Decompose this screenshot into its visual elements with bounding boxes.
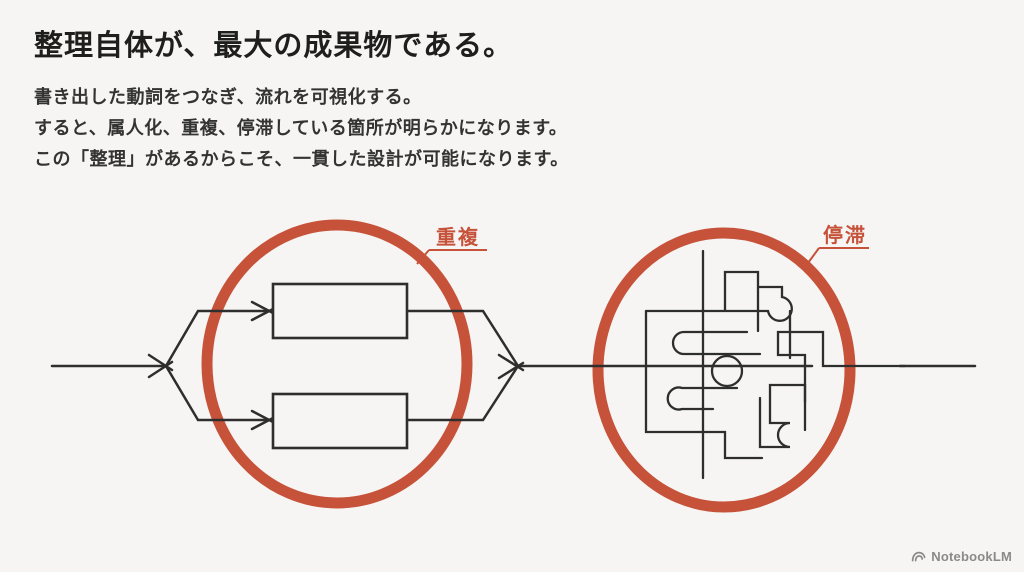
stagnation-callout: 停滞 (807, 223, 869, 264)
body-line: 書き出した動詞をつなぎ、流れを可視化する。 (34, 87, 422, 107)
stagnation-circle-highlight (592, 227, 856, 513)
duplication-label: 重複 (436, 225, 480, 249)
stagnation-leader-line (807, 247, 869, 264)
process-box-top (271, 282, 409, 340)
page-title: 整理自体が、最大の成果物である。 (34, 30, 514, 62)
body-paragraph: 書き出した動詞をつなぎ、流れを可視化する。 すると、属人化、重複、停滞している箇… (34, 82, 569, 175)
body-line: この「整理」があるからこそ、一貫した設計が可能になります。 (34, 149, 569, 169)
stagnation-tangle-path (644, 249, 907, 480)
process-box-bottom (271, 392, 409, 450)
bottom-box-arrowhead (250, 409, 275, 431)
body-line: すると、属人化、重複、停滞している箇所が明らかになります。 (34, 118, 568, 138)
notebooklm-logo-icon (912, 551, 926, 562)
top-box-arrowhead (250, 300, 275, 322)
footer-brand: NotebookLM (911, 549, 1012, 564)
stagnation-label: 停滞 (823, 223, 867, 247)
duplication-circle-highlight (201, 219, 473, 509)
notebooklm-brand-text: NotebookLM (931, 549, 1012, 564)
duplication-leader-line (416, 249, 487, 265)
duplication-callout: 重複 (416, 225, 487, 265)
flow-lines (50, 300, 977, 431)
